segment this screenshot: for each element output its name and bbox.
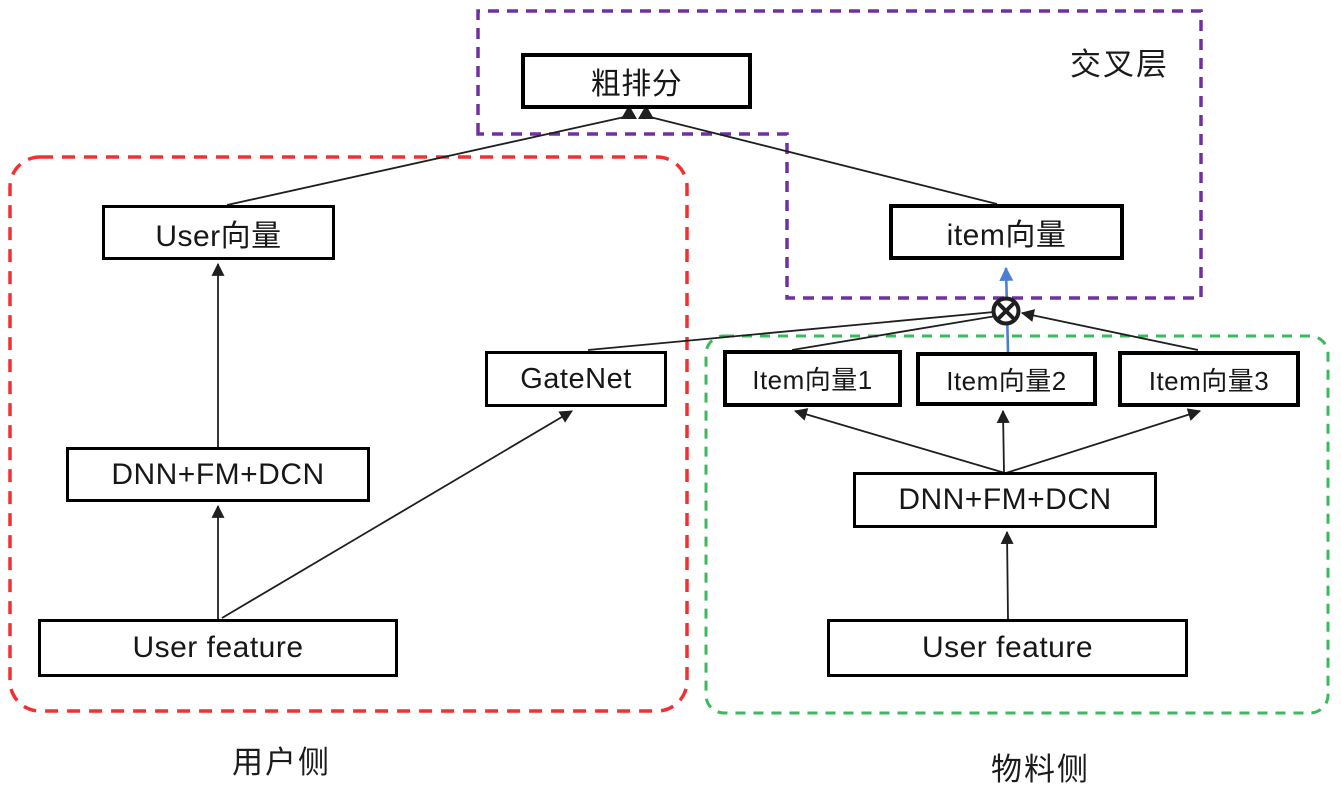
node-user-dnn: DNN+FM+DCN: [66, 447, 370, 502]
node-item-vector-2: Item向量2: [916, 352, 1097, 406]
item-side-region-outline: [704, 334, 1330, 715]
edge-itemdnn-to-itemvec3: [1005, 408, 1202, 474]
node-user-feature: User feature: [38, 619, 398, 677]
edge-itemuserfeature-to-itemdnn: [1000, 530, 1014, 620]
edge-itemvec1-to-multiply: [791, 315, 997, 351]
node-item-vector: item向量: [889, 204, 1124, 260]
user-side-label: 用户侧: [232, 745, 331, 780]
cross-layer-region-outline: [476, 9, 1203, 300]
node-item-vector-3: Item向量3: [1118, 351, 1300, 407]
edge-userfeature-to-gatenet: [221, 410, 573, 619]
edge-itemvec3-to-multiply: [1020, 309, 1199, 351]
node-item-dnn: DNN+FM+DCN: [853, 472, 1157, 528]
node-coarse-score: 粗排分: [521, 53, 752, 109]
node-user-vector: User向量: [102, 205, 335, 260]
multiply-icon: [991, 296, 1021, 326]
node-item-vector-1: Item向量1: [723, 350, 902, 407]
node-item-user-feature: User feature: [827, 619, 1188, 677]
item-side-label: 物料侧: [991, 752, 1090, 787]
edge-itemvector-to-score: [645, 115, 998, 205]
edge-uservector-to-score: [226, 115, 630, 206]
cross-layer-label: 交叉层: [1070, 47, 1169, 82]
edge-gatenet-to-multiply: [587, 311, 995, 351]
edge-itemdnn-to-itemvec2: [996, 409, 1010, 474]
score-arrowhead-right: [638, 105, 654, 119]
score-arrowhead-left: [621, 105, 637, 119]
user-side-region-outline: [8, 155, 689, 713]
node-gatenet: GateNet: [485, 351, 667, 407]
edge-itemdnn-to-itemvec1: [793, 408, 1006, 474]
